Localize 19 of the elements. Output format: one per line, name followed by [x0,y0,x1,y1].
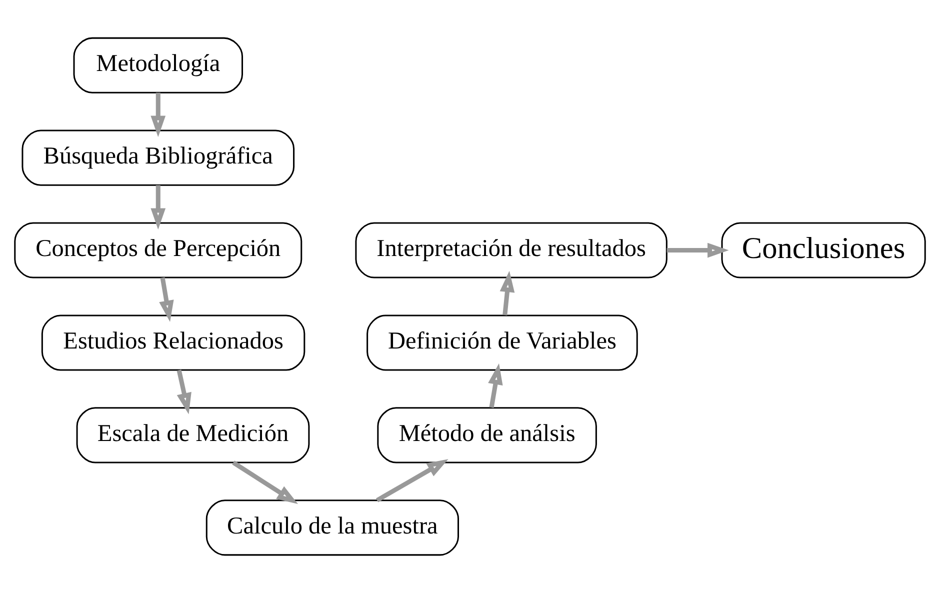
node-box: Conceptos de Percepción [14,222,302,278]
arrow [232,460,298,504]
arrow [666,242,729,258]
arrow [150,185,166,230]
node-box: Metodología [73,37,244,94]
arrow [159,277,174,322]
arrow [176,370,192,414]
arrow [376,459,448,502]
node-box: Estudios Relacionados [41,314,306,371]
node-box: Conclusiones [721,222,926,278]
arrow [488,363,503,408]
node-box: Escala de Medición [76,407,310,464]
node-box: Definición de Variables [366,314,638,371]
arrow [500,270,515,316]
node-box: Calculo de la muestra [206,500,460,556]
node-box: Interpretación de resultados [355,222,668,278]
node-box: Método de análsis [377,407,597,464]
arrow [150,92,166,138]
node-box: Búsqueda Bibliográfica [22,130,295,186]
